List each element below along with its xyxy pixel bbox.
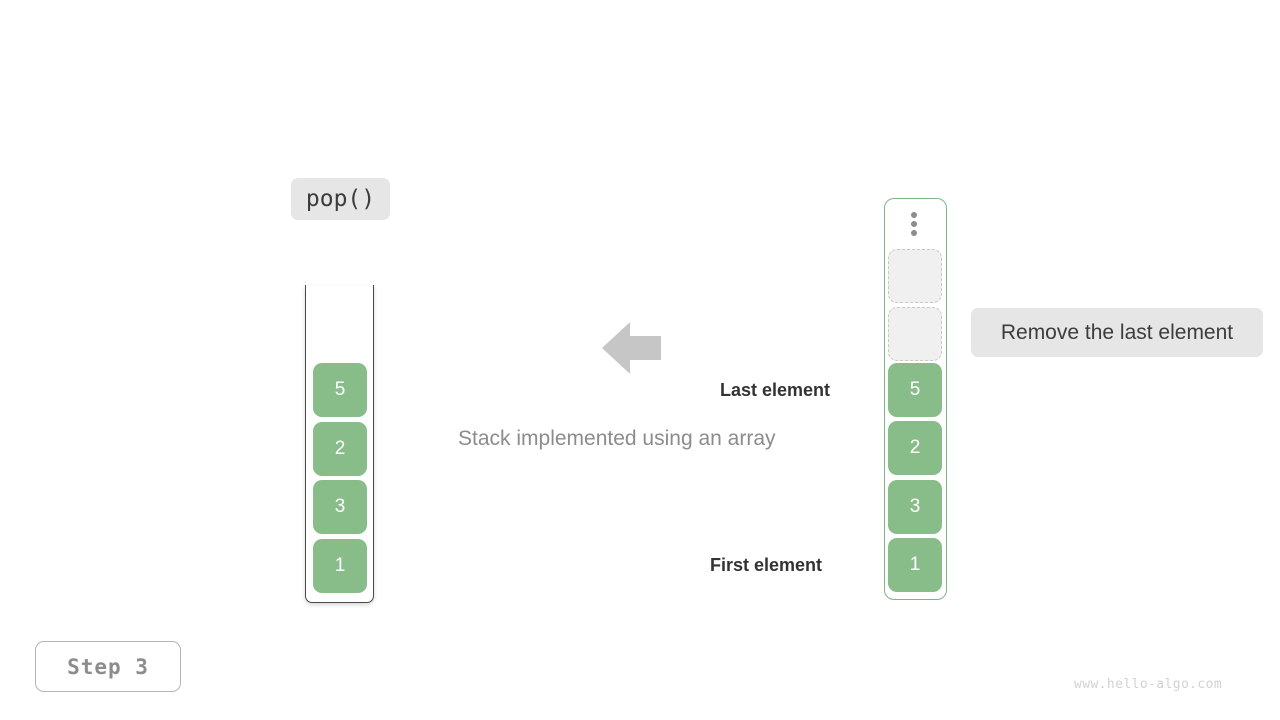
operation-label-chip: pop() bbox=[291, 178, 390, 220]
subtitle-text: Stack implemented using an array bbox=[458, 427, 776, 450]
array-cell: 2 bbox=[888, 421, 942, 475]
left-stack-cell: 1 bbox=[313, 539, 367, 593]
array-cell: 1 bbox=[888, 538, 942, 592]
ellipsis-dot bbox=[911, 230, 917, 236]
ellipsis-dot bbox=[911, 212, 917, 218]
left-stack-cell: 2 bbox=[313, 422, 367, 476]
note-chip: Remove the last element bbox=[971, 308, 1263, 357]
left-stack-cell: 5 bbox=[313, 363, 367, 417]
array-cell: 3 bbox=[888, 480, 942, 534]
watermark: www.hello-algo.com bbox=[1074, 677, 1223, 692]
step-badge: Step 3 bbox=[35, 641, 181, 692]
left-stack-cell: 3 bbox=[313, 480, 367, 534]
vertical-ellipsis-icon bbox=[910, 212, 918, 236]
last-element-label: Last element bbox=[720, 380, 831, 400]
array-cell-empty bbox=[888, 249, 942, 303]
first-element-label: First element bbox=[710, 555, 823, 575]
left-stack-container: 5 2 3 1 bbox=[305, 285, 374, 603]
ellipsis-dot bbox=[911, 221, 917, 227]
left-arrow-icon bbox=[602, 320, 662, 376]
array-cell: 5 bbox=[888, 363, 942, 417]
array-cell-empty bbox=[888, 307, 942, 361]
